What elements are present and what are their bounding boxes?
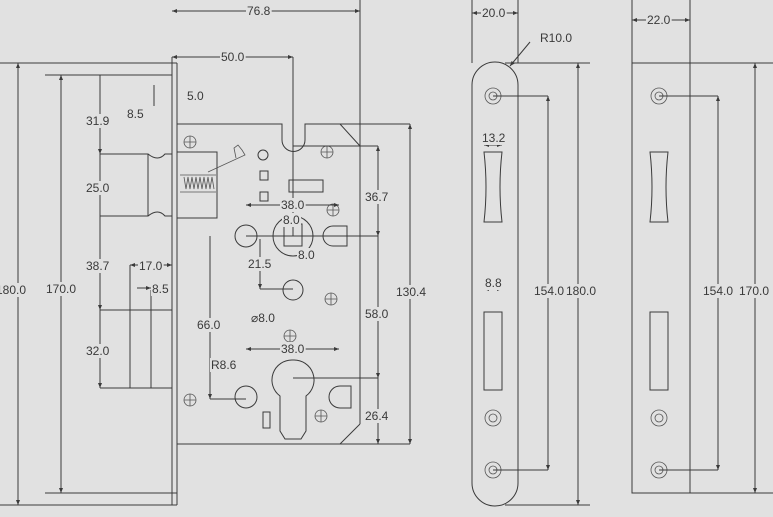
dim-top-to-spindle: 36.7 (365, 190, 389, 204)
dim-backset: 50.0 (221, 50, 245, 64)
dim-center-distance: 58.0 (365, 307, 389, 321)
dim-spindle-square-v: 8.0 (298, 248, 315, 262)
faceplate-height: 180.0 (566, 284, 596, 298)
dim-case-height: 130.4 (396, 285, 426, 299)
dim-bolt-step: 8.5 (152, 282, 169, 296)
label-background (280, 198, 306, 212)
dim-cylinder-to-bottom: 26.4 (365, 409, 389, 423)
label-background (246, 4, 272, 18)
dim-hole-diameter: ⌀8.0 (251, 311, 275, 325)
dim-bolt-throw: 17.0 (139, 259, 163, 273)
faceplate-end-radius: R10.0 (540, 31, 572, 45)
dim-faceplate-offset: 5.0 (187, 89, 204, 103)
faceplate-side (0, 57, 178, 506)
dim-faceplate-step: 8.5 (127, 107, 144, 121)
label-background (247, 257, 273, 271)
label-background (481, 131, 507, 145)
dim-bolt-height: 32.0 (86, 344, 110, 358)
dim-faceplate-height: 180.0 (0, 283, 26, 297)
dim-overall-width: 76.8 (247, 4, 271, 18)
faceplate-width: 20.0 (482, 6, 506, 20)
label-background (565, 284, 598, 298)
label-background (297, 248, 317, 262)
dim-latch-offset: 31.9 (86, 114, 110, 128)
latch-bolt (99, 144, 246, 219)
label-background (539, 31, 574, 45)
label-background (45, 282, 78, 296)
dim-spindle-to-hole: 21.5 (248, 257, 272, 271)
label-background (85, 181, 111, 195)
label-background (220, 50, 246, 64)
label-background (481, 6, 507, 20)
label-background (186, 89, 206, 103)
faceplate-screw-spacing: 154.0 (534, 284, 564, 298)
faceplate-latch-slot-width: 13.2 (482, 131, 506, 145)
screw-hole-icon (484, 87, 502, 479)
label-background (85, 259, 111, 273)
label-background (364, 409, 390, 423)
strike-plate-view: 22.0 154.0 170.0 (631, 0, 773, 494)
label-background (738, 284, 771, 298)
label-background (484, 276, 504, 290)
dim-spindle-square: 8.0 (283, 213, 300, 227)
label-background (395, 285, 428, 299)
label-background (702, 284, 735, 298)
side-view: 76.8 50.0 5.0 8.5 31.9 25.0 38.7 17.0 8.… (0, 0, 428, 506)
label-background (126, 107, 146, 121)
label-background (85, 344, 111, 358)
screw-icon (183, 135, 340, 423)
faceplate-dimension-lines (471, 0, 590, 506)
label-background (210, 358, 238, 372)
label-background (85, 114, 111, 128)
label-background (364, 190, 390, 204)
dim-cylinder-radius: R8.6 (211, 358, 237, 372)
label-background (0, 283, 28, 297)
dim-follower-spacing: 38.0 (281, 198, 305, 212)
label-background (151, 282, 171, 296)
strike-dimension-lines (631, 0, 773, 494)
dim-cylinder-spacing: 38.0 (281, 342, 305, 356)
label-background (282, 213, 302, 227)
dim-latch-height: 25.0 (86, 181, 110, 195)
dim-follower-to-cylinder: 66.0 (197, 318, 221, 332)
faceplate-bolt-slot-width: 8.8 (485, 276, 502, 290)
label-background (646, 13, 672, 27)
dim-bolt-offset: 38.7 (86, 259, 110, 273)
strike-height: 170.0 (739, 284, 769, 298)
strike-screw-spacing: 154.0 (703, 284, 733, 298)
label-background (138, 259, 164, 273)
label-background (364, 307, 390, 321)
dimension-lines (16, 9, 412, 505)
dead-bolt (100, 265, 172, 389)
faceplate-front-view: 20.0 R10.0 13.2 8.8 154.0 180.0 (471, 0, 598, 507)
label-background (250, 311, 277, 325)
label-background (280, 342, 306, 356)
screw-hole-icon (650, 87, 668, 479)
label-background (533, 284, 566, 298)
dim-fixing-height: 170.0 (46, 282, 76, 296)
strike-width: 22.0 (647, 13, 671, 27)
label-background (196, 318, 222, 332)
